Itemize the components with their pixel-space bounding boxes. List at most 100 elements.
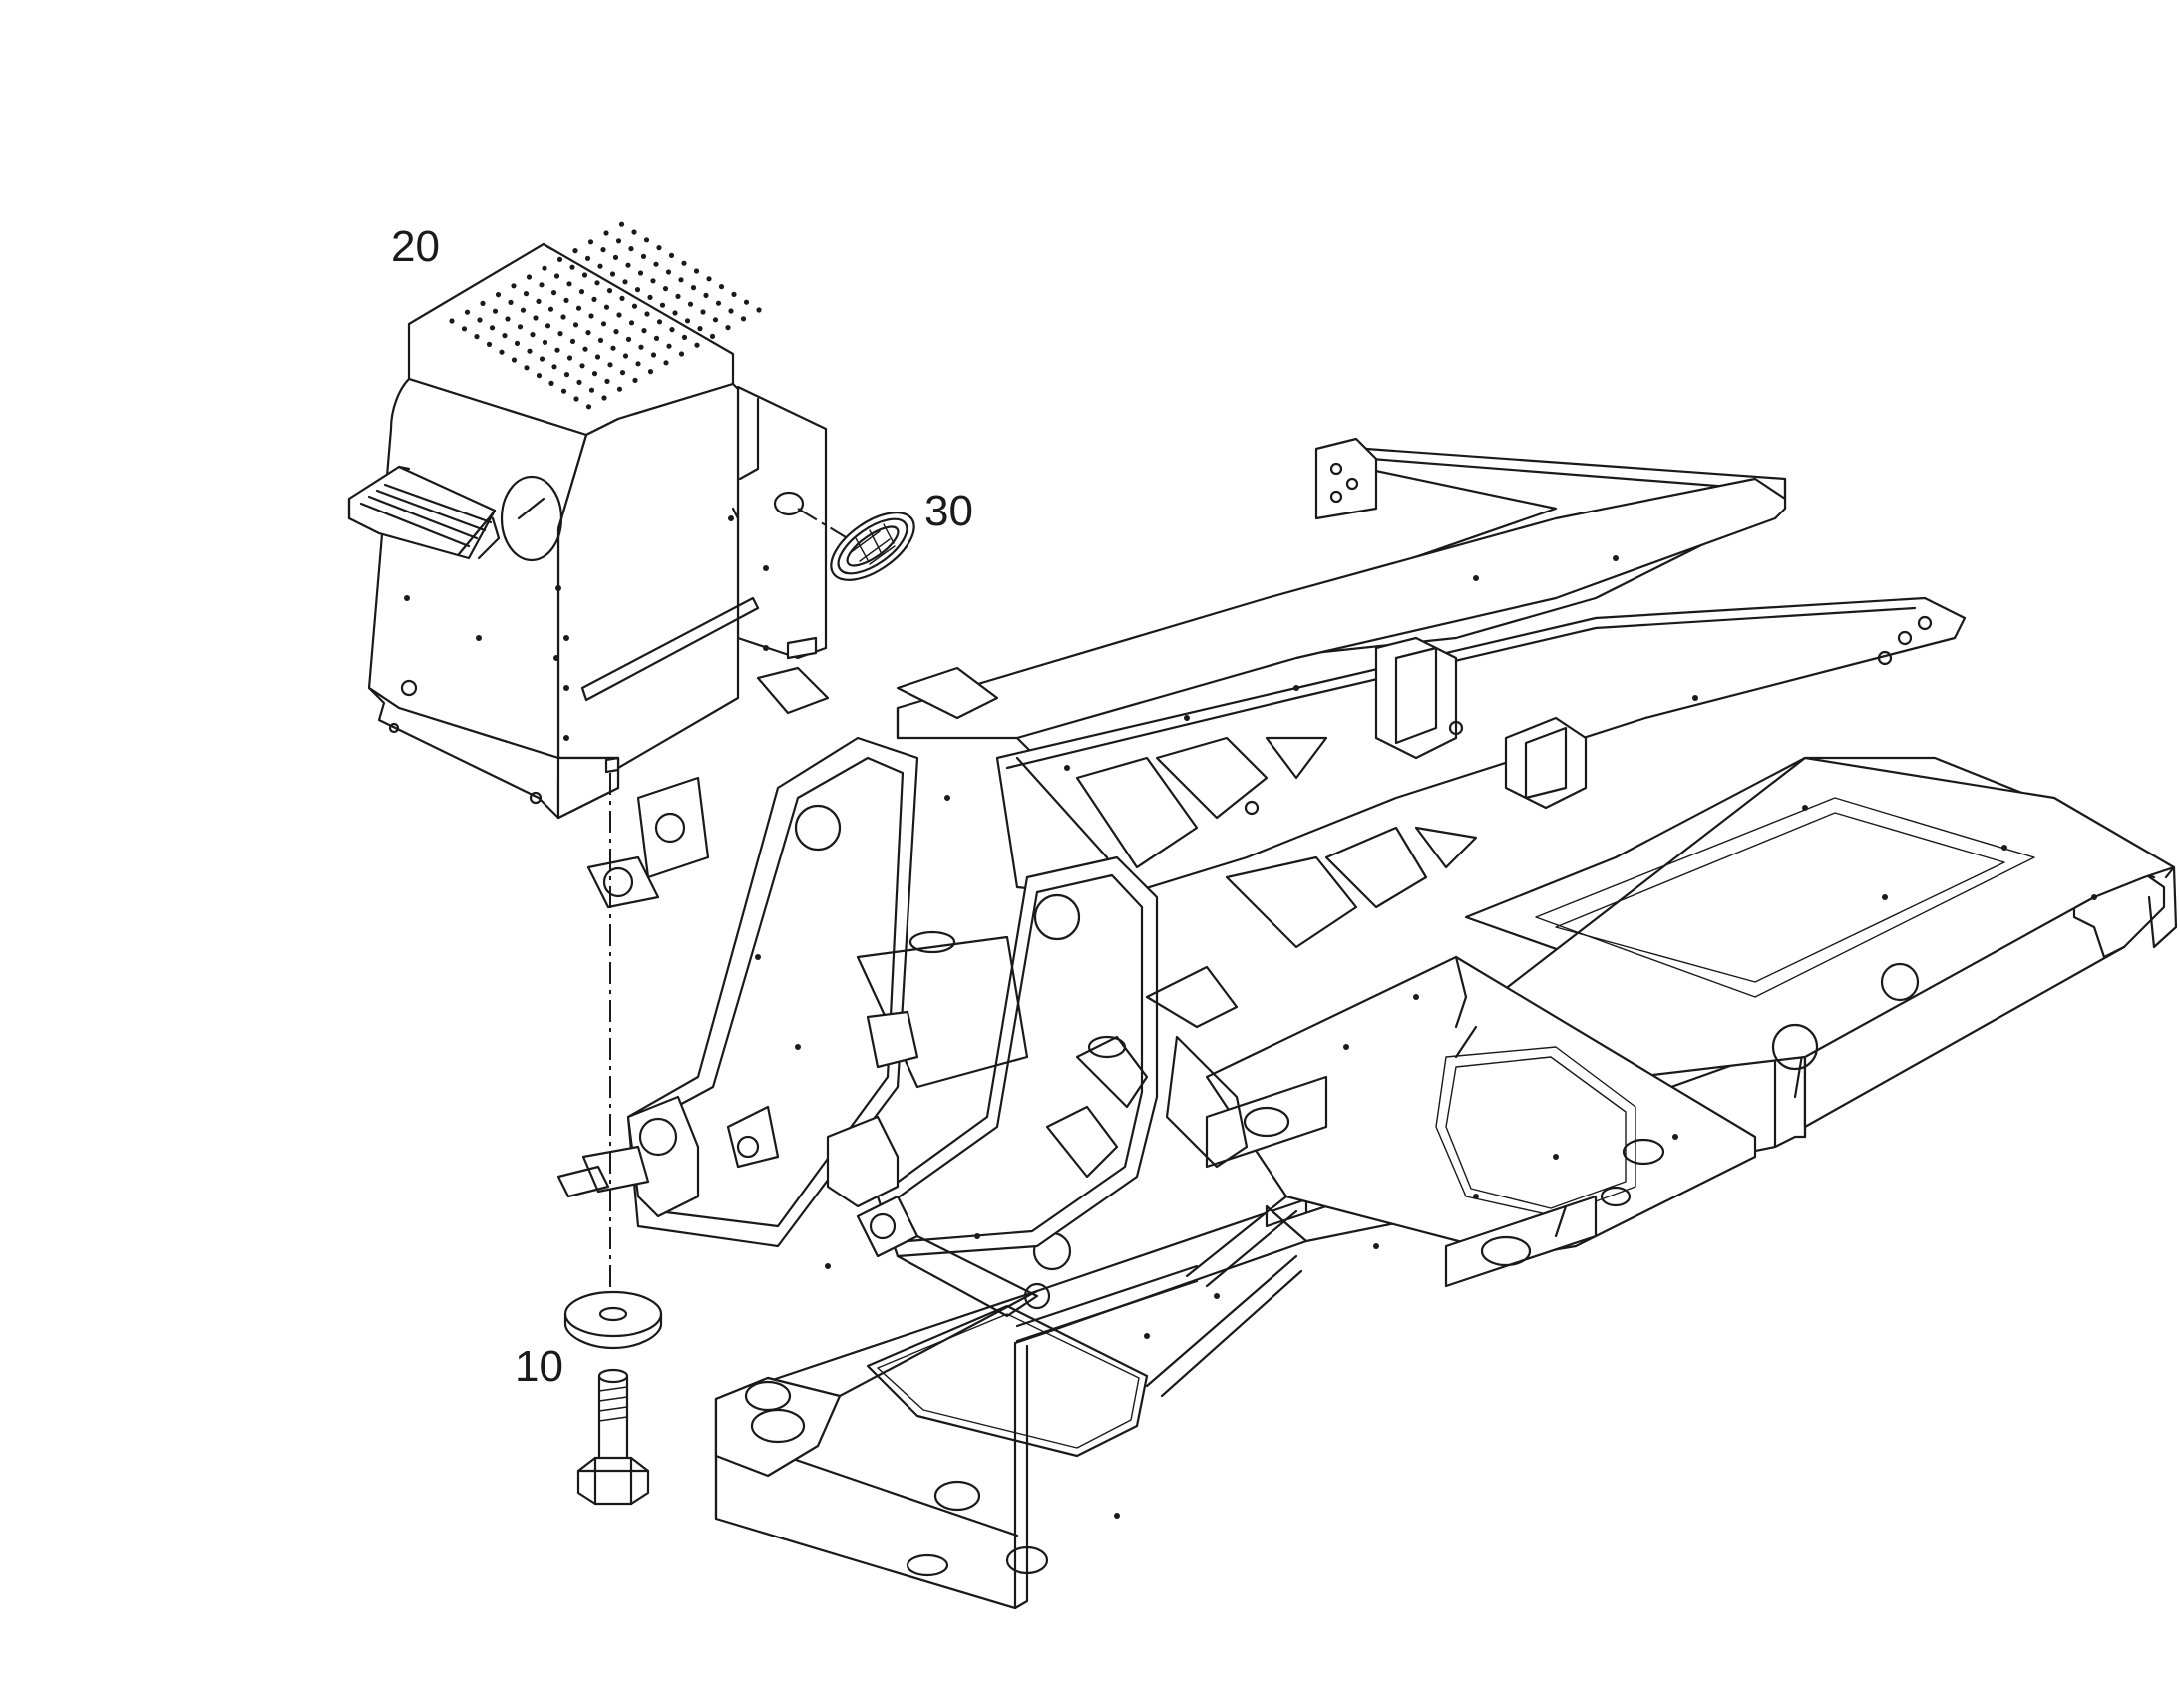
vent-hole (563, 297, 569, 303)
vent-hole (594, 280, 600, 286)
vent-hole (687, 301, 694, 307)
vent-hole (665, 269, 672, 275)
vent-hole (643, 237, 650, 243)
vent-hole (517, 324, 524, 330)
vent-hole (619, 370, 626, 376)
vent-hole (536, 373, 543, 379)
vent-hole (600, 247, 606, 253)
vent-hole (554, 347, 560, 353)
vent-hole (650, 352, 657, 358)
vent-hole (604, 378, 610, 384)
vent-hole (588, 313, 594, 319)
vent-hole (656, 245, 662, 251)
vent-hole (563, 372, 570, 378)
chassis-frame (714, 756, 2178, 1610)
vent-hole (603, 230, 609, 236)
vent-hole (584, 255, 591, 261)
vent-hole (641, 328, 647, 334)
part-30-grommet (797, 508, 915, 581)
vent-hole (709, 333, 716, 339)
vent-hole (731, 291, 737, 297)
vent-hole (632, 377, 638, 383)
vent-hole (600, 321, 607, 327)
vent-hole (492, 308, 499, 314)
vent-hole (678, 351, 685, 357)
vent-hole (581, 272, 588, 278)
vent-hole (545, 323, 551, 329)
callout-10: 10 (515, 1342, 563, 1391)
vent-hole (511, 357, 518, 363)
vent-hole (591, 371, 598, 377)
vent-hole (505, 316, 511, 322)
vent-hole (566, 355, 573, 361)
vent-hole (569, 264, 575, 270)
vent-hole (668, 252, 675, 258)
vent-hole (566, 281, 572, 287)
vent-hole (601, 395, 607, 401)
part-10-bolt-washer (563, 773, 663, 1506)
vent-hole (615, 238, 622, 244)
vent-hole (588, 387, 595, 393)
vent-hole (653, 335, 660, 341)
vent-hole (635, 361, 641, 367)
vent-hole (495, 292, 502, 298)
vent-hole (618, 221, 625, 227)
vent-hole (740, 316, 747, 322)
vent-hole (499, 349, 505, 355)
part-20-step-cover (347, 221, 828, 820)
vent-hole (511, 283, 517, 289)
vent-hole (653, 261, 659, 267)
vent-hole (553, 273, 560, 279)
vent-hole (461, 326, 468, 332)
vent-hole (703, 292, 709, 298)
vent-hole (622, 353, 629, 359)
vent-hole (548, 380, 554, 386)
vent-hole (539, 356, 545, 362)
callout-20: 20 (391, 222, 440, 271)
vent-hole (560, 314, 566, 320)
vent-hole (560, 388, 567, 394)
vent-hole (631, 303, 638, 309)
vent-hole (616, 312, 622, 318)
vent-hole (508, 299, 514, 305)
vent-hole (474, 334, 480, 340)
vent-hole (715, 300, 722, 306)
vent-hole (449, 318, 455, 324)
vent-hole (597, 263, 603, 269)
vent-hole (631, 229, 637, 235)
vent-hole (640, 253, 647, 259)
vent-hole (625, 336, 632, 342)
vent-hole (536, 298, 542, 304)
vent-hole (585, 404, 592, 410)
vent-hole (542, 265, 547, 271)
vent-hole (502, 333, 508, 339)
vent-hole (573, 396, 579, 402)
vent-hole (603, 304, 610, 310)
vent-hole (480, 300, 486, 306)
vent-hole (662, 286, 669, 292)
vent-hole (700, 309, 706, 315)
vent-hole (576, 379, 582, 385)
vent-hole (628, 246, 634, 252)
vent-hole (647, 294, 653, 300)
vent-hole (706, 276, 712, 282)
vent-hole (464, 309, 471, 315)
vent-hole (644, 311, 650, 317)
vent-hole (551, 364, 557, 370)
vent-hole (725, 325, 731, 331)
vent-hole (520, 307, 527, 313)
vent-hole (647, 369, 654, 375)
vent-holes (449, 221, 762, 410)
vent-hole (609, 271, 616, 277)
vent-hole (550, 290, 557, 296)
vent-hole (712, 317, 719, 323)
vent-hole (547, 306, 554, 312)
vent-hole (572, 322, 579, 328)
callout-labels: 20 30 10 (391, 222, 973, 1391)
vent-hole (542, 339, 548, 345)
vent-hole (579, 363, 585, 369)
vent-hole (524, 365, 530, 371)
vent-hole (486, 341, 493, 347)
vent-hole (681, 260, 687, 266)
vent-hole (628, 320, 635, 326)
